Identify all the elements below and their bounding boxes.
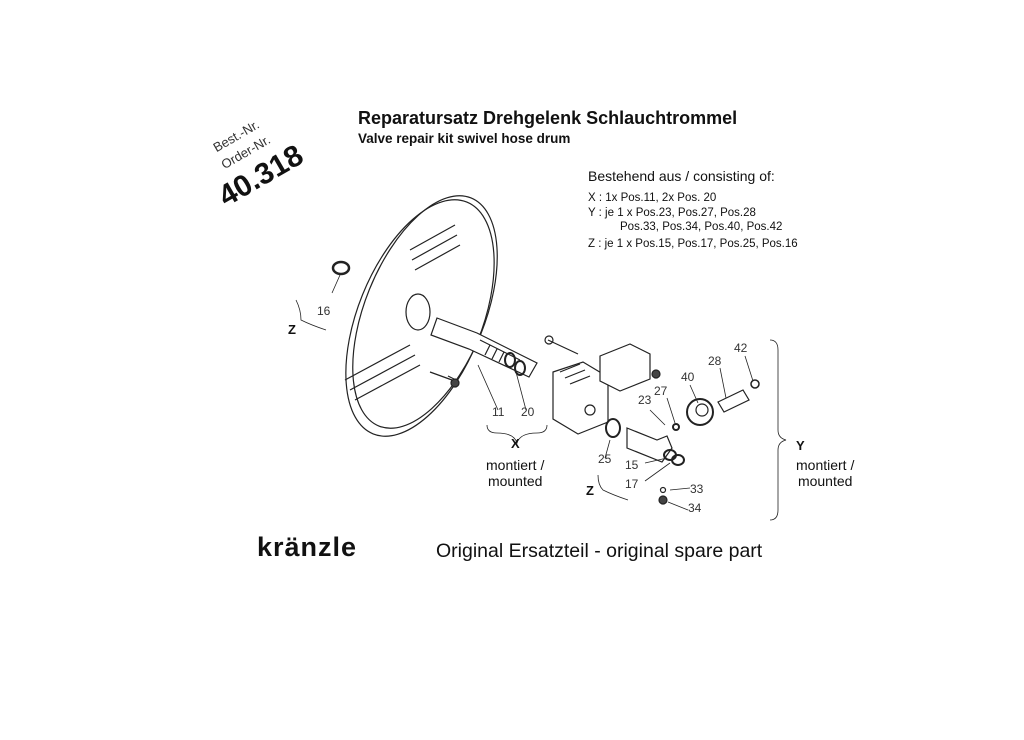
group-z-label: Z [586, 483, 594, 498]
contents-line: Pos.33, Pos.34, Pos.40, Pos.42 [620, 221, 783, 233]
part-label: 23 [638, 393, 652, 407]
part-label: 25 [598, 452, 612, 466]
part-label: 34 [688, 501, 702, 515]
part-label: 17 [625, 477, 639, 491]
note-line: montiert / [486, 457, 545, 473]
contents-line: Y : je 1 x Pos.23, Pos.27, Pos.28 [588, 207, 756, 219]
elbow-23 [626, 427, 673, 463]
part-label: 15 [625, 458, 639, 472]
group-y-label: Y [796, 438, 805, 453]
contents-heading: Bestehend aus / consisting of: [588, 168, 775, 184]
group-x-note: montiert / mounted [486, 457, 544, 489]
rings-15-17 [663, 449, 685, 466]
part-label: 27 [654, 384, 668, 398]
page-title: Reparatursatz Drehgelenk Schlauchtrommel [358, 108, 738, 128]
part-label: 42 [734, 341, 748, 355]
part-label: 33 [690, 482, 704, 496]
seal-25 [605, 418, 621, 438]
shaft-11 [430, 317, 538, 378]
kranzle-logo: kränzle [257, 532, 358, 562]
note-line: montiert / [796, 457, 855, 473]
seals-20 [504, 352, 526, 376]
leader-lines [295, 274, 787, 521]
screw [429, 371, 460, 388]
part-label: 20 [521, 405, 535, 419]
oring-27 [672, 423, 680, 431]
swivel-housing [552, 343, 661, 435]
group-x-label: X [511, 436, 520, 451]
footer-text: Original Ersatzteil - original spare par… [436, 540, 763, 562]
page-subtitle: Valve repair kit swivel hose drum [358, 131, 571, 146]
fitting-28 [717, 389, 750, 413]
contents-line: Z : je 1 x Pos.15, Pos.17, Pos.25, Pos.1… [588, 238, 798, 250]
part-label: 40 [681, 370, 695, 384]
group-y-note: montiert / mounted [796, 457, 854, 489]
part-label: 16 [317, 304, 331, 318]
part-label: 28 [708, 354, 722, 368]
ring-42 [750, 379, 760, 389]
note-line: mounted [487, 473, 543, 489]
nut-40 [686, 398, 714, 426]
bolt [544, 335, 579, 355]
note-line: mounted [797, 473, 853, 489]
part-label: 11 [492, 405, 505, 419]
ring-16 [331, 260, 351, 276]
group-z-label: Z [288, 322, 296, 337]
contents-line: X : 1x Pos.11, 2x Pos. 20 [588, 192, 717, 204]
parts-33-34 [658, 486, 668, 505]
